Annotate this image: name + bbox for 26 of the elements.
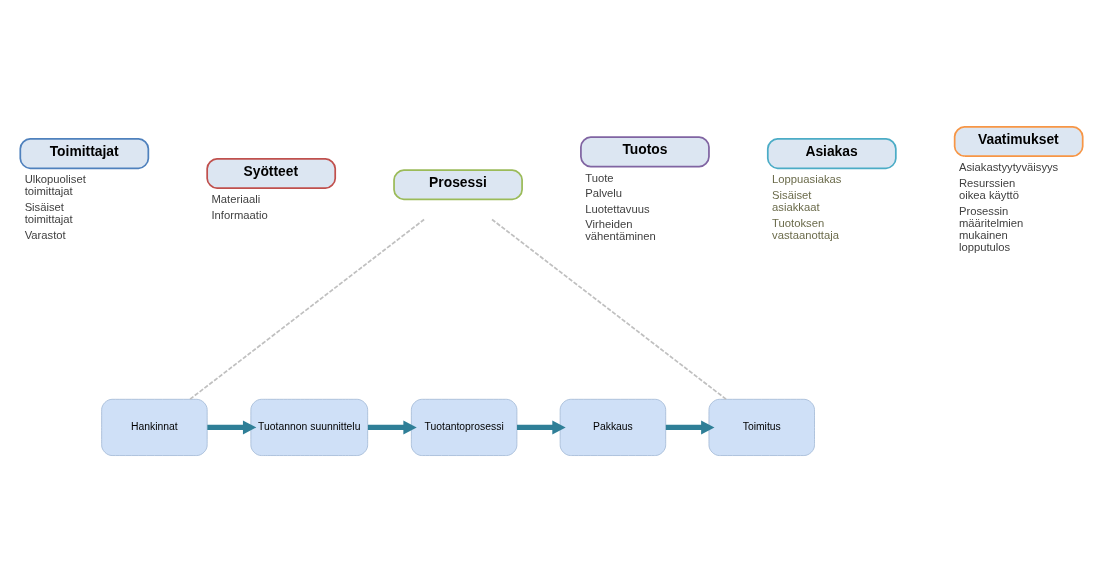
node-label: Resurssien oikea käyttö [958,176,1019,201]
node-label: Tuotoksen vastaanottaja [772,216,839,241]
node-label: Sisäiset toimittajat [24,201,73,226]
node-label: Varastot [24,228,66,241]
connector [491,218,727,401]
node-label: Materiaali [211,193,261,206]
node-label: Sisäiset asiakkaat [772,188,820,214]
node-box: Tuotantoprosessi [410,398,518,456]
node-label: Informaatio [211,208,268,221]
node-label: Loppuasiakas [772,173,842,186]
arrow [517,420,566,435]
node-box: Pakkaus [559,398,667,456]
node-label: Luotettavuus [585,202,650,215]
node-box: Toimitus [708,398,815,456]
node-box: Hankinnat [101,398,208,456]
node-label: Ulkopuoliset toimittajat [24,173,86,198]
arrow [207,420,257,435]
arrow [367,420,417,435]
arrow [665,420,715,435]
node-box: Tuotannon suunnittelu [250,398,369,456]
node-label: Tuote [585,171,614,184]
node-label: Palvelu [585,187,623,200]
node-label: Prosessin määritelmien mukainen lopputulos [958,204,1024,253]
node-label: Virheiden vähentäminen [585,218,656,243]
connector [189,218,425,401]
node-label: Asiakastyytyväisyys [958,161,1059,174]
